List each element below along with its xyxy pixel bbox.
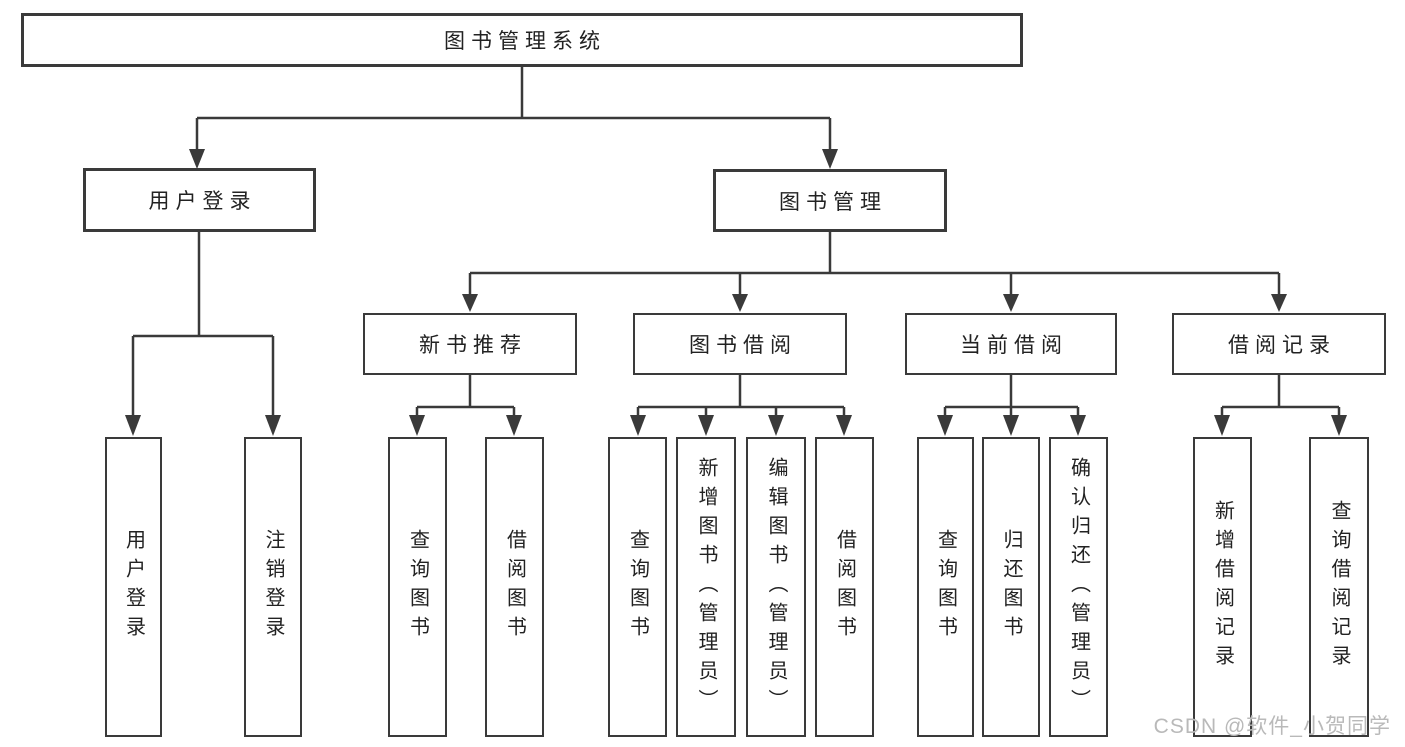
leaf-logout: 注销登录 <box>244 437 302 737</box>
node-borrow-record: 借阅记录 <box>1172 313 1386 375</box>
node-new-book-recommend: 新书推荐 <box>363 313 577 375</box>
leaf-query-book-1: 查询图书 <box>388 437 447 737</box>
leaf-edit-book-admin-label: 编辑图书（管理员） <box>765 456 787 718</box>
leaf-add-borrow-record-label: 新增借阅记录 <box>1211 500 1234 674</box>
node-book-management: 图书管理 <box>713 169 947 232</box>
leaf-borrow-book-1: 借阅图书 <box>485 437 544 737</box>
leaf-add-book-admin: 新增图书（管理员） <box>676 437 736 737</box>
node-user-login-label: 用户登录 <box>148 190 257 213</box>
node-book-management-label: 图书管理 <box>779 190 887 214</box>
node-root-label: 图书管理系统 <box>444 30 606 53</box>
leaf-borrow-book-1-label: 借阅图书 <box>503 529 526 645</box>
node-root: 图书管理系统 <box>21 13 1023 67</box>
leaf-query-borrow-record-label: 查询借阅记录 <box>1328 500 1350 674</box>
leaf-add-borrow-record: 新增借阅记录 <box>1193 437 1252 737</box>
node-book-borrow-label: 图书借阅 <box>689 334 797 357</box>
leaf-query-book-2: 查询图书 <box>608 437 667 737</box>
leaf-add-book-admin-label: 新增图书（管理员） <box>695 456 717 718</box>
node-borrow-record-label: 借阅记录 <box>1228 334 1336 357</box>
leaf-query-book-3: 查询图书 <box>917 437 974 737</box>
leaf-return-book: 归还图书 <box>982 437 1040 737</box>
leaf-borrow-book-2-label: 借阅图书 <box>833 529 856 645</box>
leaf-return-book-label: 归还图书 <box>1000 529 1022 645</box>
leaf-user-login: 用户登录 <box>105 437 162 737</box>
leaf-query-borrow-record: 查询借阅记录 <box>1309 437 1369 737</box>
csdn-watermark: CSDN @软件_小贺同学 <box>1153 715 1391 738</box>
leaf-query-book-3-label: 查询图书 <box>934 529 957 645</box>
leaf-logout-label: 注销登录 <box>262 529 284 645</box>
leaf-user-login-label: 用户登录 <box>122 529 145 645</box>
leaf-confirm-return-admin-label: 确认归还（管理员） <box>1067 456 1090 718</box>
node-book-borrow: 图书借阅 <box>633 313 847 375</box>
node-current-borrow: 当前借阅 <box>905 313 1117 375</box>
leaf-query-book-1-label: 查询图书 <box>406 529 429 645</box>
leaf-query-book-2-label: 查询图书 <box>626 529 649 645</box>
node-new-book-recommend-label: 新书推荐 <box>419 334 527 357</box>
node-user-login: 用户登录 <box>83 168 316 232</box>
node-current-borrow-label: 当前借阅 <box>960 334 1068 357</box>
leaf-edit-book-admin: 编辑图书（管理员） <box>746 437 806 737</box>
leaf-borrow-book-2: 借阅图书 <box>815 437 874 737</box>
leaf-confirm-return-admin: 确认归还（管理员） <box>1049 437 1108 737</box>
